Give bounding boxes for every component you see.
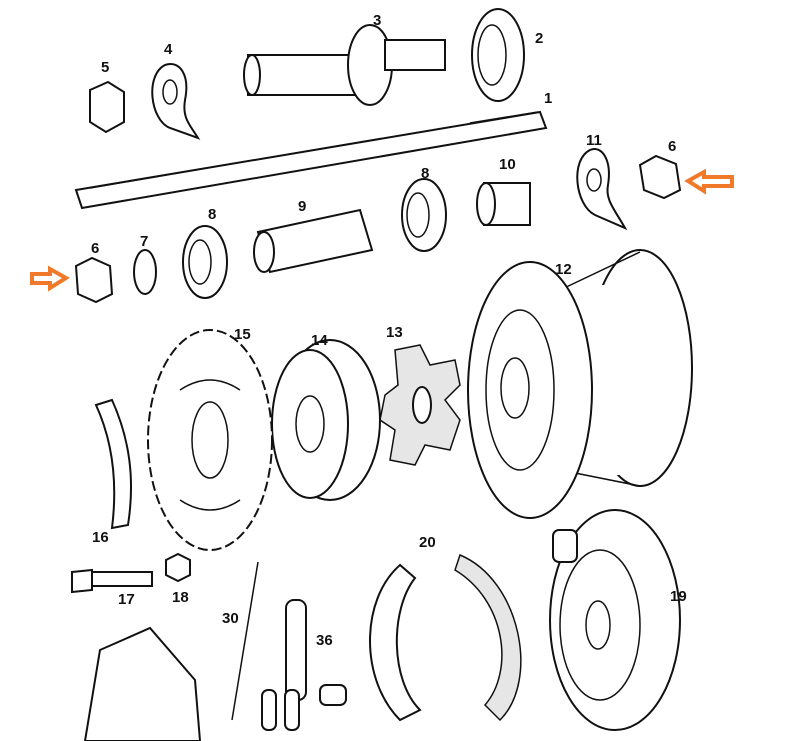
label-36: 36: [316, 632, 333, 649]
part-rubber-damper-13: [379, 344, 461, 466]
part-rod-30: [231, 561, 259, 721]
label-10: 10: [499, 156, 516, 173]
part-lock-plate-16: [94, 398, 132, 530]
part-bolt-17: [71, 568, 153, 594]
part-brake-shoes-20: [369, 553, 522, 722]
label-5: 5: [101, 59, 110, 76]
label-2: 2: [535, 30, 544, 47]
label-3: 3: [373, 12, 382, 29]
part-sprocket-carrier-14: [271, 339, 381, 501]
part-washer-7: [133, 249, 157, 295]
label-6-right: 6: [668, 138, 677, 155]
label-17: 17: [118, 591, 135, 608]
label-4: 4: [164, 41, 173, 58]
part-chain-36: [261, 599, 347, 731]
part-bearing-8-right: [401, 178, 447, 252]
label-8-right: 8: [421, 165, 430, 182]
label-19: 19: [670, 588, 687, 605]
label-16: 16: [92, 529, 109, 546]
label-18: 18: [172, 589, 189, 606]
part-nut-6-right: [638, 154, 682, 200]
part-bush-10: [476, 182, 531, 226]
part-sprocket-15: [147, 329, 273, 551]
part-tab-washer-11: [576, 148, 628, 231]
part-bearing-8-left: [182, 225, 228, 299]
highlight-arrow-right: [684, 168, 734, 195]
label-20: 20: [419, 534, 436, 551]
highlight-arrow-left: [30, 265, 70, 292]
part-brake-plate-19: [549, 509, 681, 731]
part-tab-washer-4: [151, 63, 201, 140]
part-nut-6-left: [74, 256, 114, 304]
label-13: 13: [386, 324, 403, 341]
label-15: 15: [234, 326, 251, 343]
part-nut-18: [165, 552, 191, 583]
part-wheel-hub-12: [467, 249, 693, 519]
label-1: 1: [544, 90, 553, 107]
label-11: 11: [586, 132, 602, 149]
label-14: 14: [311, 332, 328, 349]
part-housing: [83, 626, 202, 741]
label-6-left: 6: [91, 240, 100, 257]
part-axle: [74, 110, 548, 210]
label-8-left: 8: [208, 206, 217, 223]
part-nut-5: [89, 80, 125, 134]
part-spindle: [243, 24, 446, 106]
label-12: 12: [555, 261, 572, 278]
part-spacer-tube-9: [253, 208, 374, 274]
part-bearing-2: [471, 8, 525, 102]
label-7: 7: [140, 233, 149, 250]
label-9: 9: [298, 198, 307, 215]
label-30: 30: [222, 610, 239, 627]
